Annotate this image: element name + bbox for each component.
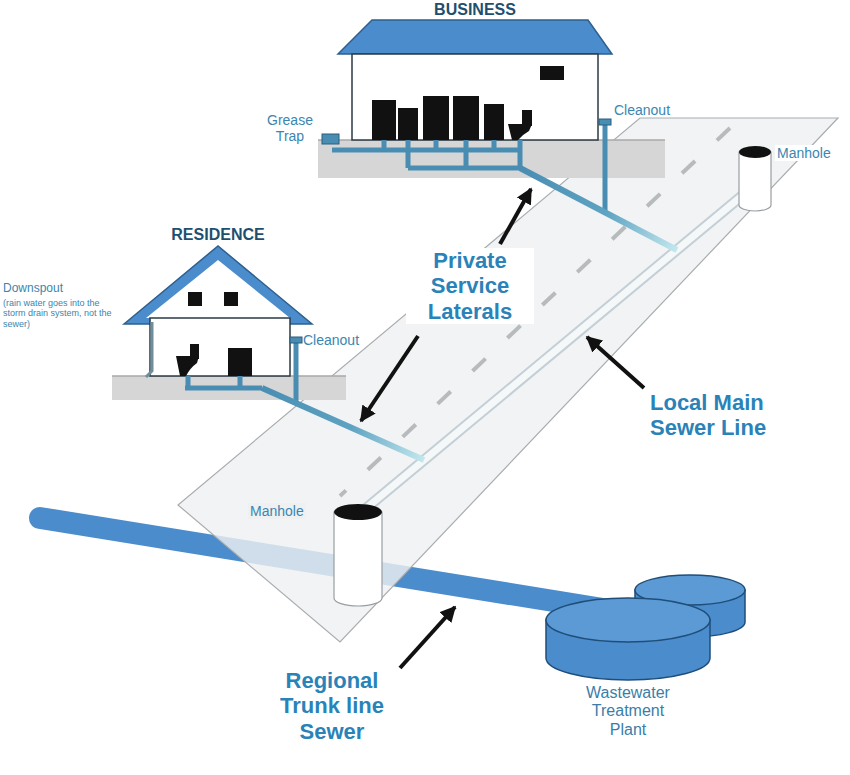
fixture [372, 100, 396, 140]
cleanout-cap [290, 337, 302, 343]
street-centerline [340, 128, 730, 496]
window [188, 292, 202, 306]
business-wall [352, 54, 598, 140]
callout-arrow [500, 189, 531, 244]
pipe [406, 140, 411, 168]
ground-slab [112, 376, 346, 400]
pipe [464, 140, 469, 168]
window [224, 292, 238, 306]
pipe [382, 140, 387, 150]
main-pipe [358, 185, 755, 515]
manhole-cover [739, 146, 771, 158]
callout-arrow [587, 337, 644, 388]
fixture [453, 96, 479, 140]
gable [146, 260, 290, 318]
residence-wall [150, 318, 290, 376]
ground-slab [318, 140, 665, 178]
pipe [518, 140, 523, 168]
service-lateral [262, 388, 424, 460]
pipe [492, 140, 497, 150]
grease-trap [322, 134, 339, 144]
building-label: BUSINESS [434, 1, 516, 19]
callout-arrow [361, 336, 418, 421]
part-label: Manhole [775, 145, 833, 161]
pipe [185, 386, 262, 391]
service-lateral [520, 168, 677, 250]
residence-roof [124, 246, 312, 324]
fixture [398, 108, 418, 140]
part-label: Manhole [248, 503, 306, 519]
callout-arrow [400, 607, 455, 668]
business-pipes [332, 124, 605, 212]
cleanout-cap [599, 119, 611, 125]
toilet [176, 356, 199, 376]
appliance [228, 348, 252, 376]
callout-label: Regional Trunk line Sewer [262, 668, 402, 744]
main-pipe-outline [358, 185, 755, 515]
cleanout-pipe [294, 342, 299, 403]
callout-label: Private Service Laterals [406, 248, 534, 324]
treatment-tank-top [546, 598, 710, 642]
manhole-cover [334, 504, 382, 520]
business-roof [338, 20, 612, 54]
part-label: Grease Trap [261, 112, 319, 144]
manhole-shaft [334, 512, 382, 606]
pipe [186, 376, 191, 388]
note-label: (rain water goes into the storm drain sy… [3, 298, 121, 329]
manhole-shaft [739, 152, 771, 211]
pipe [434, 140, 439, 150]
building-label: RESIDENCE [171, 226, 264, 244]
part-label: Wastewater Treatment Plant [578, 684, 678, 739]
downspout [146, 322, 152, 377]
part-label: Cleanout [303, 332, 359, 348]
part-label: Cleanout [614, 102, 670, 118]
cleanout-pipe [603, 124, 608, 212]
part-label: Downspout [3, 282, 63, 296]
fixture [423, 96, 449, 140]
window [540, 66, 564, 80]
pipe [238, 376, 243, 388]
fixture [484, 104, 504, 140]
callout-label: Local Main Sewer Line [650, 390, 810, 441]
toilet [508, 124, 532, 140]
callout-arrows [361, 189, 644, 668]
toilet-tank [522, 110, 532, 126]
